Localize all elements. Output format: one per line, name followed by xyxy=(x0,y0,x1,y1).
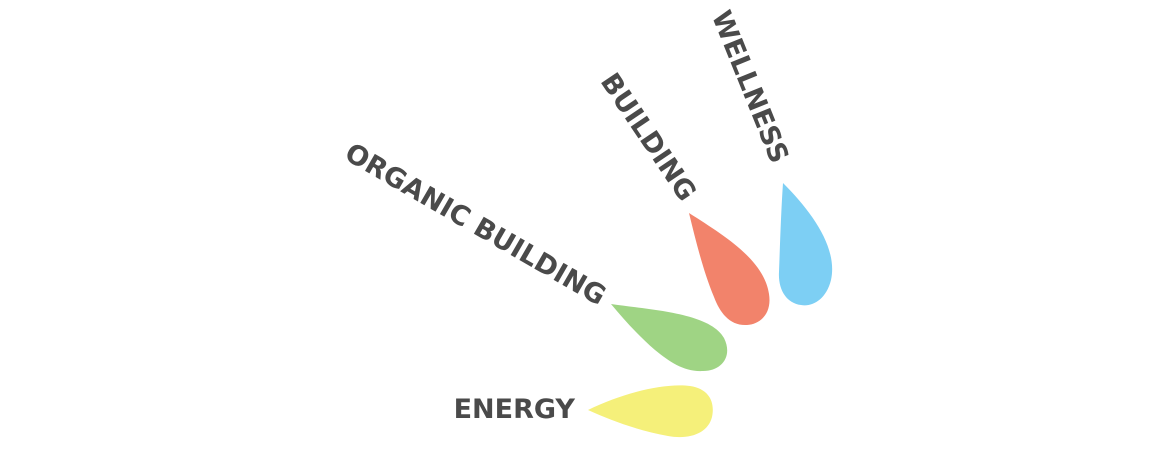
petal-building xyxy=(689,213,770,326)
petal-label-building: BUILDING xyxy=(594,68,702,207)
petal-label-energy: ENERGY xyxy=(454,394,576,425)
petal-label-organic-building: ORGANIC BUILDING xyxy=(339,137,611,312)
petal-label-wellness: WELLNESS xyxy=(705,6,794,167)
petal-energy xyxy=(588,385,713,438)
petal-group-energy: ENERGY xyxy=(454,385,713,438)
petal-wellness xyxy=(778,183,833,306)
petal-organic-building xyxy=(611,304,728,372)
